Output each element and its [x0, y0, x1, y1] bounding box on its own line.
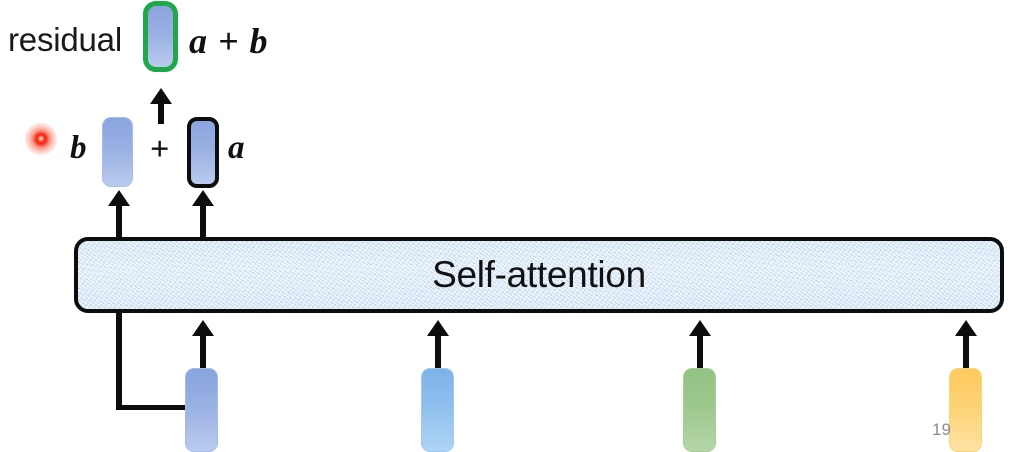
- residual-line-horizontal: [116, 404, 188, 410]
- self-attention-block: Self-attention: [74, 237, 1004, 313]
- arrow-shaft: [963, 334, 969, 368]
- output-sum-box: [143, 1, 178, 72]
- slide-number: 19: [932, 420, 951, 439]
- residual-b-box: [102, 117, 133, 187]
- arrowhead-icon: [689, 320, 711, 336]
- arrowhead-icon: [150, 88, 172, 104]
- residual-arrowhead-icon: [108, 190, 130, 206]
- arrowhead-icon: [192, 190, 214, 206]
- laser-pointer-icon: [25, 123, 57, 155]
- plus-sign-label: +: [150, 131, 170, 168]
- attention-a-box: [187, 117, 219, 188]
- input-token-2: [421, 368, 454, 452]
- arrow-shaft: [200, 204, 206, 238]
- operand-b-label: b: [70, 130, 87, 166]
- arrow-token-2-to-attention: [427, 320, 449, 368]
- arrow-token-1-to-attention: [192, 320, 214, 368]
- arrowhead-icon: [427, 320, 449, 336]
- arrow-token-3-to-attention: [689, 320, 711, 368]
- arrow-shaft: [200, 334, 206, 368]
- arrow-attention-to-a: [192, 190, 214, 238]
- arrow-shaft: [435, 334, 441, 368]
- arrowhead-icon: [955, 320, 977, 336]
- input-token-1: [185, 368, 218, 452]
- input-token-4: [949, 368, 982, 452]
- arrow-shaft: [697, 334, 703, 368]
- residual-label: residual: [8, 21, 122, 58]
- arrow-to-output: [150, 88, 172, 124]
- operand-a-label: a: [228, 130, 245, 166]
- arrowhead-icon: [192, 320, 214, 336]
- sum-expression-label: a + b: [189, 21, 269, 61]
- self-attention-label: Self-attention: [432, 254, 646, 295]
- input-token-3: [683, 368, 716, 452]
- arrow-token-4-to-attention: [955, 320, 977, 368]
- arrow-shaft: [158, 102, 164, 124]
